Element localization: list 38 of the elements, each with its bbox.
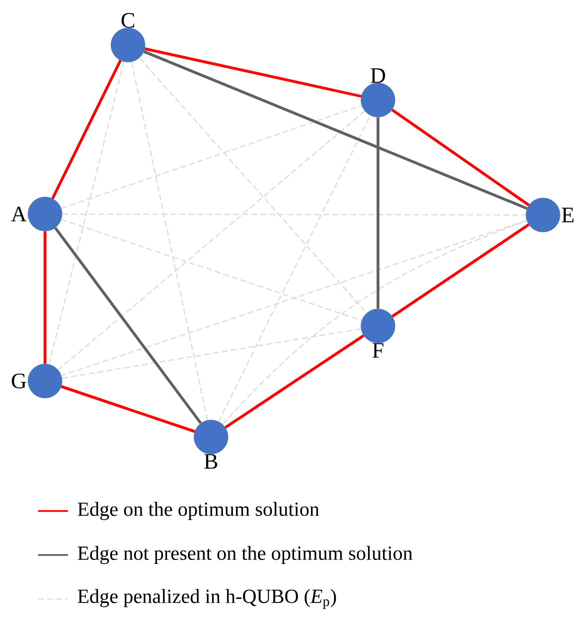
graph-edge <box>54 226 202 424</box>
graph-edge <box>62 328 362 379</box>
legend-text: Edge not present on the optimum solution <box>78 546 412 564</box>
graph-edge <box>61 218 362 322</box>
graph-edge <box>48 62 124 364</box>
graph-edge <box>144 47 362 98</box>
graph-edge <box>138 57 368 314</box>
graph-vertex <box>194 420 228 454</box>
graph-edge <box>222 220 528 425</box>
graph-edge <box>44 231 46 364</box>
graph-vertex <box>28 196 62 232</box>
graph-edge <box>391 223 530 318</box>
graph-edge <box>376 117 380 309</box>
vertex-label: C <box>122 13 134 28</box>
legend-text: Edge penalized in h-QUBO (E$_{p}$) <box>78 589 336 609</box>
vertex-label: A <box>11 206 27 222</box>
vertex-label: F <box>372 343 384 358</box>
graph-vertex <box>360 82 396 118</box>
graph-edge <box>61 104 362 210</box>
graph-edge <box>218 115 371 422</box>
graph-vertex <box>110 28 146 62</box>
vertex-label: D <box>370 68 386 83</box>
graph-vertex <box>28 364 62 398</box>
graph-edge <box>391 108 530 206</box>
graph-vertex <box>360 308 396 344</box>
graph-vertex <box>526 198 560 232</box>
graph-edge <box>143 50 528 210</box>
graph-edge <box>61 220 527 376</box>
graph-edge <box>58 110 366 370</box>
graph-edge <box>224 334 364 429</box>
legend-text: Edge on the optimum solution <box>78 502 320 520</box>
graph-edge <box>130 62 208 420</box>
vertex-label: B <box>204 454 218 469</box>
vertex-label: E <box>562 208 574 222</box>
graph-edge <box>62 213 526 216</box>
vertex-label: G <box>12 374 26 388</box>
graph-edge <box>51 60 122 200</box>
graph-edge <box>60 385 196 433</box>
